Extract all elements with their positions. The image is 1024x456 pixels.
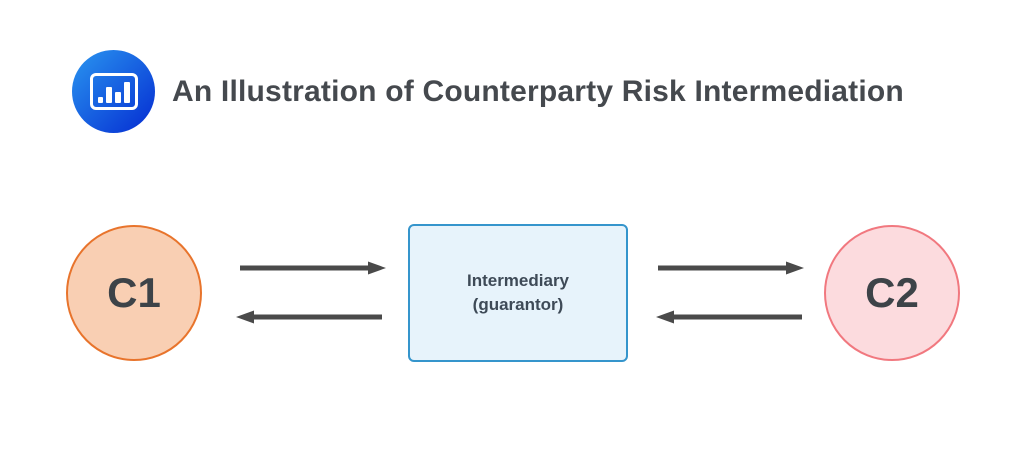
node-c1: C1 [66, 225, 202, 361]
node-c1-label: C1 [107, 269, 161, 316]
page-title: An Illustration of Counterparty Risk Int… [172, 75, 904, 108]
node-intermediary: Intermediary (guarantor) [408, 224, 628, 362]
bar-chart-icon-bar [123, 82, 130, 103]
bar-chart-icon-bar [115, 92, 121, 103]
arrow-intermediary-to-c1 [236, 310, 382, 324]
arrow-c1-to-intermediary [240, 261, 386, 275]
bar-chart-icon-frame [89, 73, 138, 110]
bar-chart-icon-bar [106, 87, 112, 103]
bar-chart-icon [72, 50, 155, 133]
node-intermediary-label-line2: (guarantor) [472, 295, 564, 314]
arrow-intermediary-to-c2 [658, 261, 804, 275]
arrow-c2-to-intermediary [656, 310, 802, 324]
bar-chart-icon-dot [97, 97, 104, 103]
node-intermediary-label-line1: Intermediary [466, 271, 570, 290]
node-c2: C2 [824, 225, 960, 361]
node-c2-label: C2 [865, 269, 919, 316]
